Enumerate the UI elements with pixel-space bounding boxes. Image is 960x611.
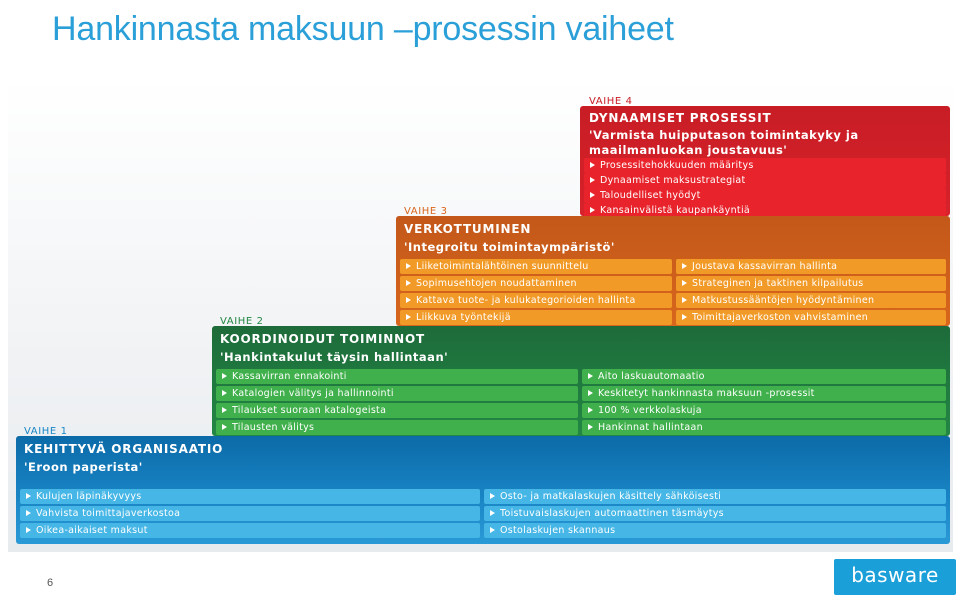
stage-3-label: VAIHE 3 [404, 206, 448, 217]
stage-1-left-item: Vahvista toimittajaverkostoa [20, 506, 480, 521]
stage-2-label: VAIHE 2 [220, 316, 264, 327]
stage-4-label: VAIHE 4 [589, 96, 633, 107]
stage-1-right-item: Toistuvaislaskujen automaattinen täsmäyt… [484, 506, 946, 521]
stage-2-right-item: Keskitetyt hankinnasta maksuun -prosessi… [582, 386, 946, 401]
stage-3-heading: VERKOTTUMINEN [404, 222, 532, 236]
stage-2-right-item: Aito laskuautomaatio [582, 369, 946, 384]
stage-2-left-item: Kassavirran ennakointi [216, 369, 578, 384]
stage-3-right-item: Strateginen ja taktinen kilpailutus [676, 276, 946, 291]
stage-4-item: Prosessitehokkuuden määritys [584, 158, 946, 173]
stage-4-heading: DYNAAMISET PROSESSIT [589, 111, 772, 125]
stage-3-quote: 'Integroitu toimintaympäristö' [404, 240, 615, 254]
stage-4-block: DYNAAMISET PROSESSIT 'Varmista huipputas… [580, 106, 950, 218]
stage-3-left-item: Liiketoimintalähtöinen suunnittelu [400, 259, 672, 274]
stage-2-heading: KOORDINOIDUT TOIMINNOT [220, 332, 425, 346]
stage-2-left-item: Katalogien välitys ja hallinnointi [216, 386, 578, 401]
stage-2-quote: 'Hankintakulut täysin hallintaan' [220, 350, 449, 364]
stage-2-left-item: Tilausten välitys [216, 420, 578, 435]
stage-4-quote-line1: 'Varmista huipputason toimintakyky ja [589, 128, 859, 142]
page-title: Hankinnasta maksuun –prosessin vaiheet [52, 10, 674, 48]
stage-3-right-item: Matkustussääntöjen hyödyntäminen [676, 293, 946, 308]
stage-3-left-item: Liikkuva työntekijä [400, 310, 672, 325]
logo-text: basware [851, 563, 939, 587]
stage-2-left-item: Tilaukset suoraan katalogeista [216, 403, 578, 418]
stage-4-quote-line2: maailmanluokan joustavuus' [589, 143, 788, 157]
stage-1-left-item: Kulujen läpinäkyvyys [20, 489, 480, 504]
stage-4-item: Dynaamiset maksustrategiat [584, 173, 946, 188]
stage-3-left-item: Sopimusehtojen noudattaminen [400, 276, 672, 291]
stage-1-heading: KEHITTYVÄ ORGANISAATIO [24, 442, 224, 456]
stage-3-right-item: Joustava kassavirran hallinta [676, 259, 946, 274]
page-number: 6 [47, 577, 54, 589]
stage-1-left-item: Oikea-aikaiset maksut [20, 523, 480, 538]
stage-1-block: KEHITTYVÄ ORGANISAATIO 'Eroon paperista'… [16, 436, 950, 544]
stage-3-right-item: Toimittajaverkoston vahvistaminen [676, 310, 946, 325]
stage-4-item: Taloudelliset hyödyt [584, 188, 946, 203]
stage-1-right-item: Ostolaskujen skannaus [484, 523, 946, 538]
stage-1-label: VAIHE 1 [24, 426, 68, 437]
stage-2-right-item: Hankinnat hallintaan [582, 420, 946, 435]
stage-4-item: Kansainvälistä kaupankäyntiä [584, 203, 946, 218]
stage-1-quote: 'Eroon paperista' [24, 460, 143, 474]
stage-3-block: VERKOTTUMINEN 'Integroitu toimintaympäri… [396, 216, 950, 326]
stage-2-right-item: 100 % verkkolaskuja [582, 403, 946, 418]
stage-3-left-item: Kattava tuote- ja kulukategorioiden hall… [400, 293, 672, 308]
stage-1-right-item: Osto- ja matkalaskujen käsittely sähköis… [484, 489, 946, 504]
stage-2-block: KOORDINOIDUT TOIMINNOT 'Hankintakulut tä… [212, 326, 950, 436]
basware-logo: basware [834, 559, 956, 595]
